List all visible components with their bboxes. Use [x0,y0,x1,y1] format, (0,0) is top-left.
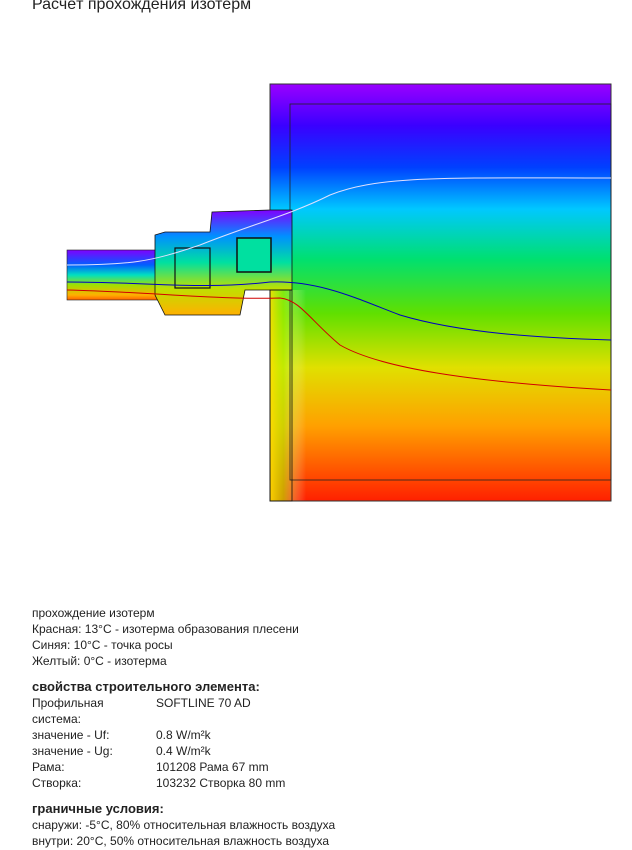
property-key: Створка: [32,776,82,790]
property-value: 101208 Рама 67 mm [156,760,269,774]
legend-blue: Синяя: 10°C - точка росы [32,638,173,652]
wall-section [269,83,612,502]
boundary-outside: снаружи: -5°C, 80% относительная влажнос… [32,818,336,832]
property-value: 0.4 W/m²k [156,744,211,758]
property-key: Рама: [32,760,65,774]
property-row: Рама: 101208 Рама 67 mm [32,759,335,775]
property-key: значение - Ug: [32,744,113,758]
property-row: значение - Ug: 0.4 W/m²k [32,743,335,759]
property-row: Профильная система: SOFTLINE 70 AD [32,695,335,727]
property-key: Профильная система: [32,696,104,726]
red-isotherm [66,289,612,391]
blue-isotherm [66,281,612,341]
property-value: SOFTLINE 70 AD [156,696,251,710]
window-profile [66,209,293,502]
legend-red: Красная: 13°C - изотерма образования пле… [32,622,299,636]
isotherm-diagram [66,83,612,502]
boundary-heading: граничные условия: [32,801,164,816]
boundary-inside: внутри: 20°C, 50% относительная влажност… [32,834,330,848]
property-row: значение - Uf: 0.8 W/m²k [32,727,335,743]
legend-yellow: Желтый: 0°C - изотерма [32,654,167,668]
report-text: прохождение изотерм Красная: 13°C - изот… [32,605,335,849]
property-key: значение - Uf: [32,728,110,742]
properties-heading: свойства строительного элемента: [32,679,260,694]
property-value: 103232 Створка 80 mm [156,776,286,790]
property-value: 0.8 W/m²k [156,728,211,742]
legend-heading: прохождение изотерм [32,606,155,620]
page-title: Расчёт прохождения изотерм [32,0,252,13]
property-row: Створка: 103232 Створка 80 mm [32,775,335,791]
isotherm-lines [66,177,612,391]
